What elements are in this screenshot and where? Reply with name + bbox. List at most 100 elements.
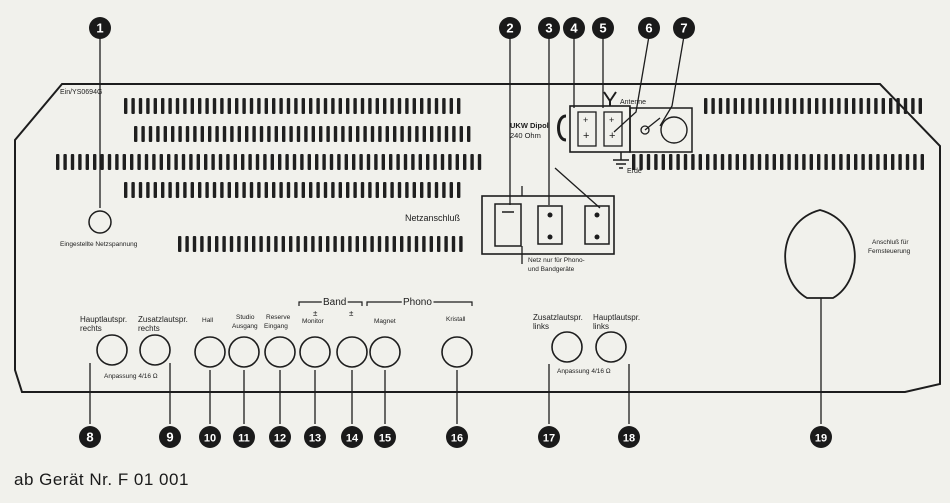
callout-9-marker xyxy=(159,426,181,448)
vent-slot xyxy=(868,154,873,170)
vent-slot xyxy=(459,126,463,142)
callout-4-number: 4 xyxy=(570,21,578,36)
vent-slot xyxy=(300,154,304,170)
callout-9-number: 9 xyxy=(166,430,173,445)
vent-slot xyxy=(264,182,268,198)
vent-slot xyxy=(148,126,153,142)
vent-slot xyxy=(390,182,394,198)
vent-slot xyxy=(375,98,379,114)
vent-slot xyxy=(138,182,143,198)
callout-7-marker xyxy=(673,17,695,39)
callout-4-marker xyxy=(563,17,585,39)
callout-19-marker xyxy=(810,426,832,448)
studio-label-1: Studio xyxy=(236,314,255,321)
vent-slot xyxy=(434,98,439,114)
phono-group-label: Phono xyxy=(403,297,432,308)
vent-slot xyxy=(368,98,372,114)
vent-slot xyxy=(360,182,365,198)
vent-slot xyxy=(383,182,387,198)
voltage-label: Eingestellte Netzspannung xyxy=(60,241,138,248)
vent-slot xyxy=(457,182,461,198)
vent-slot xyxy=(390,98,394,114)
vent-slot xyxy=(263,154,267,170)
vent-slot xyxy=(822,98,826,114)
vent-slot xyxy=(259,236,263,252)
vent-slot xyxy=(770,98,774,114)
vent-slot xyxy=(266,236,271,252)
main-left-label-2: links xyxy=(593,322,609,331)
vent-slot xyxy=(93,154,97,170)
ukw-label-line1: UKW Dipol xyxy=(510,121,549,130)
vent-slot xyxy=(278,154,282,170)
vent-slot xyxy=(407,236,411,252)
callout-3-number: 3 xyxy=(545,21,552,36)
vent-slot xyxy=(711,98,715,114)
vent-slot xyxy=(785,98,789,114)
vent-slot xyxy=(198,98,202,114)
callout-8-number: 8 xyxy=(86,430,93,445)
vent-slot xyxy=(891,154,895,170)
impedance-left-label: Anpassung 4/16 Ω xyxy=(557,368,611,375)
vent-slot xyxy=(337,154,341,170)
callout-3-marker xyxy=(538,17,560,39)
vent-slot xyxy=(156,126,160,142)
vent-slot xyxy=(389,154,393,170)
dipole-plug-icon xyxy=(557,114,567,142)
callout-6-marker xyxy=(638,17,660,39)
vent-slot xyxy=(249,182,254,198)
vent-slot xyxy=(368,182,372,198)
vent-slot xyxy=(124,98,128,114)
vent-slot xyxy=(824,154,828,170)
vent-slot xyxy=(257,98,261,114)
vent-slot xyxy=(403,154,408,170)
vent-slot xyxy=(215,126,219,142)
vent-slot xyxy=(146,182,150,198)
callout-5-marker xyxy=(592,17,614,39)
vent-slot xyxy=(876,154,880,170)
vent-slot xyxy=(356,126,360,142)
vent-slot xyxy=(178,236,182,252)
earth-icon xyxy=(613,152,629,169)
vent-slot xyxy=(85,154,89,170)
ventilation-slots xyxy=(56,98,924,252)
vent-slot xyxy=(183,98,187,114)
vent-slot xyxy=(130,154,134,170)
vent-slot xyxy=(765,154,769,170)
extra-right-label-2: rechts xyxy=(138,324,160,333)
vent-slot xyxy=(470,154,474,170)
vent-slot xyxy=(185,126,190,142)
vent-slot xyxy=(792,98,797,114)
vent-slot xyxy=(124,182,128,198)
vent-slot xyxy=(257,182,261,198)
vent-slot xyxy=(794,154,799,170)
vent-slot xyxy=(381,154,385,170)
vent-slot xyxy=(396,154,400,170)
vent-slot xyxy=(437,126,441,142)
vent-slot xyxy=(331,98,335,114)
vent-slot xyxy=(212,182,217,198)
vent-slot xyxy=(420,98,424,114)
vent-slot xyxy=(218,154,223,170)
vent-slot xyxy=(370,126,375,142)
jack-studio-out xyxy=(228,336,260,368)
vent-slot xyxy=(301,182,305,198)
vent-slot xyxy=(706,154,710,170)
vent-slot xyxy=(393,126,397,142)
vent-slot xyxy=(319,126,323,142)
vent-slot xyxy=(63,154,67,170)
vent-slot xyxy=(427,98,431,114)
vent-slot xyxy=(196,154,200,170)
vent-slot xyxy=(259,126,264,142)
vent-slot xyxy=(294,182,298,198)
callout-11-number: 11 xyxy=(238,433,250,445)
extra-right-label-1: Zusatzlautspr. xyxy=(138,315,188,324)
vent-slot xyxy=(911,98,915,114)
vent-slot xyxy=(459,236,463,252)
vent-slot xyxy=(285,154,289,170)
vent-slot xyxy=(452,126,456,142)
vent-slot xyxy=(107,154,112,170)
vent-slot xyxy=(385,236,389,252)
vent-slot xyxy=(233,154,237,170)
vent-slot xyxy=(874,98,878,114)
vent-slot xyxy=(326,236,330,252)
